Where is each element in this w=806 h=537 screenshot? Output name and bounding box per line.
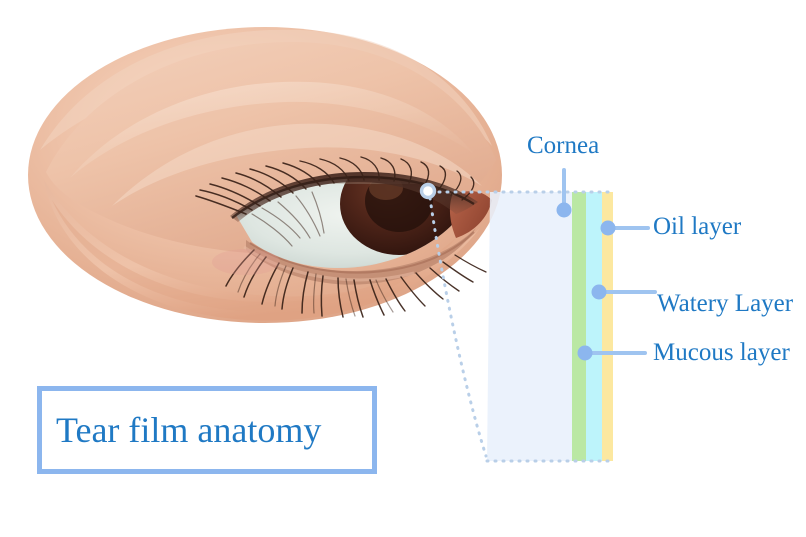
watery-dot: [591, 284, 607, 300]
eyelashes: [195, 156, 487, 318]
leader-lines: [562, 168, 657, 355]
layer-oil: [602, 192, 613, 461]
oil-dot: [600, 220, 616, 236]
tear-film-layers: [572, 192, 613, 461]
mucous-dot: [577, 345, 593, 361]
lower-lid-tint: [212, 249, 280, 275]
diagram-title: Tear film anatomy: [56, 410, 322, 450]
cornea-dot: [556, 202, 572, 218]
layer-mucous: [572, 192, 586, 461]
callout-slant-edge: [428, 196, 488, 458]
leader-dots: [556, 202, 616, 361]
title-box: [37, 386, 377, 474]
label-cornea: Cornea: [527, 132, 600, 159]
label-mucous-layer: Mucous layer: [653, 339, 790, 366]
layer-watery: [586, 192, 602, 461]
callout-outline: [428, 190, 615, 463]
label-watery-layer: Watery Layer: [657, 290, 794, 317]
label-oil-layer: Oil layer: [653, 213, 742, 240]
callout-origin-marker: [419, 182, 437, 200]
